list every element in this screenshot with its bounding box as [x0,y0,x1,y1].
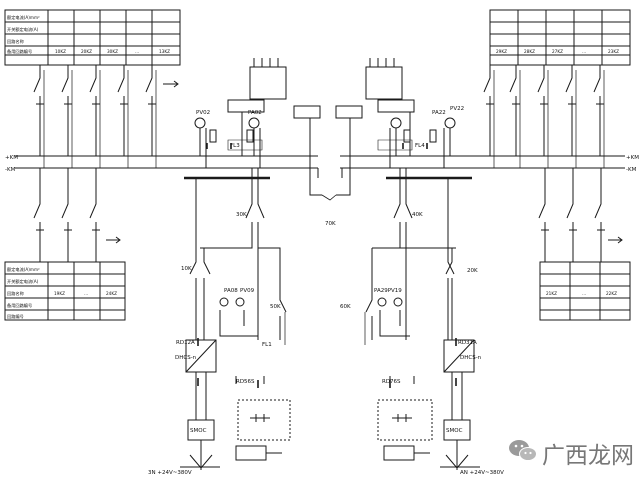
label-40k: 40K [412,212,423,218]
label-rd31a: RD31A [458,340,477,346]
feeders-top-right [483,65,605,168]
charger-circuit-right [364,168,480,470]
bus-label-negative-right: -KM [626,167,637,173]
label-pa22: PA22 [432,110,446,116]
label-50k: 50K [270,304,281,310]
label-pv09: PV09 [240,288,255,294]
label-60k: 60K [340,304,351,310]
wechat-logo-icon [509,440,537,461]
tl-row-0: 额定电流(A)mm² [7,14,40,21]
feeders-bottom-right [538,168,623,262]
label-rd56s: RD56S [236,379,255,385]
bus-label-positive-right: +KM [626,155,639,161]
label-mod-right: SMOC [446,428,463,434]
br-col-0: 21KZ [546,291,557,296]
br-col-1: … [582,291,586,296]
feeders-top-left [33,65,179,168]
feeders-bottom-left [33,168,121,262]
tr-col-4: 23KZ [608,49,619,54]
tl-col-3: … [135,49,139,54]
label-dc-left: DHCS-n [175,355,197,361]
bl-col-0: 19KZ [54,291,65,296]
label-bottom-right: AN +24V~380V [460,470,504,476]
tl-row-3: 备用回路编号 [7,48,32,55]
tl-row-1: 开关额定电流(A) [7,26,39,33]
table-bottom-left [4,261,126,321]
tr-col-2: 27KZ [552,49,563,54]
tl-col-1: 20KZ [81,49,92,54]
table-bottom-right [539,261,631,321]
label-pv02: PV02 [196,110,210,116]
bl-row-2: 回路名称 [7,290,24,297]
label-rd76s: RD76S [382,379,401,385]
tl-row-2: 回路名称 [7,38,24,45]
label-pa02: PA02 [248,110,262,116]
label-10k: 10K [181,266,192,272]
bl-col-2: 24KZ [106,291,117,296]
tl-col-2: 30KZ [107,49,118,54]
bl-row-1: 开关额定电流(A) [7,278,39,285]
bus-label-negative-left: -KM [5,167,16,173]
charger-circuit-left [180,168,291,470]
bus-tie-70k [309,118,351,201]
label-bottom-left: 3N +24V~380V [148,470,192,476]
label-rd12a: RD12A [176,340,195,346]
label-fl3: FL3 [230,143,240,149]
table-top-right [489,9,631,66]
bus-label-positive-left: +KM [5,155,18,161]
instrument-group-right [365,58,456,168]
label-70k: 70K [325,221,336,227]
label-pa29pv19: PA29PV19 [374,288,402,294]
br-col-2: 22KZ [606,291,617,296]
label-fl4: FL4 [415,143,425,149]
center-box-left [293,105,321,119]
label-pv22: PV22 [450,106,464,112]
watermark-brand-text: 广西龙网 [542,443,634,469]
instrument-group-left [194,58,287,168]
tr-col-1: 28KZ [524,49,535,54]
tr-col-0: 29KZ [496,49,507,54]
center-box-right [335,105,363,119]
table-top-left [4,9,181,66]
tr-col-3: … [582,49,586,54]
bl-row-3: 备用回路编号 [7,302,32,309]
bl-col-1: … [84,291,88,296]
label-20k: 20K [467,268,478,274]
tl-col-4: 13KZ [159,49,170,54]
label-pa08: PA08 [224,288,238,294]
tl-col-0: 10KZ [55,49,66,54]
label-30k: 30K [236,212,247,218]
bl-row-0: 额定电流(A)mm² [7,266,40,273]
label-fl1: FL1 [262,342,272,348]
label-dc-right: DHCS-n [460,355,482,361]
watermark: 广西龙网 [508,434,634,470]
label-mod-left: SMOC [190,428,207,434]
fuse-marks [197,143,457,388]
bl-row-4: 回路编号 [7,313,24,320]
